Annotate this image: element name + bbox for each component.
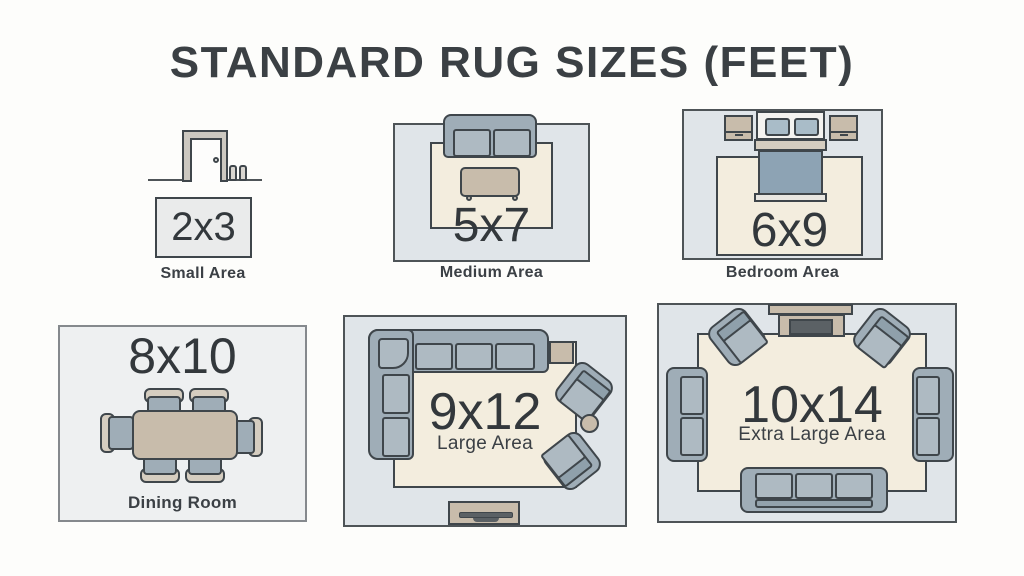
panel-label-large: Large Area xyxy=(437,433,533,454)
chair-icon xyxy=(100,413,134,453)
size-text-medium: 5x7 xyxy=(452,199,531,252)
panel-label-dining: Dining Room xyxy=(127,493,238,512)
chair-seat xyxy=(108,416,134,450)
sofa-cushion xyxy=(382,374,410,414)
dining-table-icon xyxy=(132,410,238,460)
panel-label-small: Small Area xyxy=(160,265,246,282)
round-table-icon xyxy=(580,414,599,433)
shoe-icon xyxy=(239,165,247,181)
sofa-cushion xyxy=(493,129,531,157)
sofa-cushion xyxy=(680,376,704,415)
tv-console-icon xyxy=(448,501,520,525)
sofa-cushion xyxy=(755,473,793,499)
bed-footboard xyxy=(754,193,827,202)
size-text-bedroom: 6x9 xyxy=(750,204,829,257)
drawer-handle xyxy=(735,134,743,136)
ottoman-icon xyxy=(460,167,520,201)
nightstand-icon xyxy=(724,115,753,141)
drawer-handle xyxy=(840,134,848,136)
nightstand-drawer xyxy=(831,131,856,139)
pillow-icon xyxy=(765,118,790,136)
sofa-seat-band xyxy=(755,499,873,508)
sofa-icon xyxy=(666,367,708,462)
size-text-xlarge: 10x14 xyxy=(741,376,883,434)
panel-label-medium: Medium Area xyxy=(439,264,544,281)
sofa-cushion xyxy=(795,473,833,499)
size-text-small: 2x3 xyxy=(171,205,236,249)
firebox-screen xyxy=(789,319,833,335)
fireplace-mantel xyxy=(768,304,853,315)
nightstand-drawer xyxy=(726,131,751,139)
panel-label-bedroom: Bedroom Area xyxy=(725,264,840,281)
tv-stand xyxy=(473,518,499,522)
side-table-icon xyxy=(549,341,574,364)
sofa-cushion xyxy=(680,417,704,456)
sectional-corner-cushion xyxy=(378,338,409,369)
ottoman-foot xyxy=(512,195,518,201)
sofa-cushion xyxy=(495,343,535,370)
sofa-icon xyxy=(443,114,537,158)
sofa-cushion xyxy=(455,343,493,370)
shoe-icon xyxy=(229,165,237,181)
page-title: STANDARD RUG SIZES (FEET) xyxy=(169,38,855,87)
bed-duvet xyxy=(758,150,823,195)
sofa-cushion xyxy=(415,343,453,370)
nightstand-icon xyxy=(829,115,858,141)
sofa-cushion xyxy=(382,417,410,457)
tv-icon xyxy=(459,512,513,518)
sofa-icon xyxy=(912,367,954,462)
sofa-cushion xyxy=(916,417,940,456)
bed-blanket-band xyxy=(754,139,827,151)
sofa-cushion xyxy=(453,129,491,157)
size-text-large: 9x12 xyxy=(428,383,542,441)
ottoman-foot xyxy=(466,195,472,201)
door-knob-icon xyxy=(213,157,219,163)
rug-2x3: 2x3 xyxy=(155,197,252,258)
panel-label-xlarge: Extra Large Area xyxy=(738,424,886,445)
sofa-icon xyxy=(740,467,888,513)
pillow-icon xyxy=(794,118,819,136)
sofa-cushion xyxy=(835,473,873,499)
door-icon xyxy=(182,130,228,182)
size-text-dining: 8x10 xyxy=(128,328,237,384)
sofa-cushion xyxy=(916,376,940,415)
bed-headboard xyxy=(756,111,825,140)
